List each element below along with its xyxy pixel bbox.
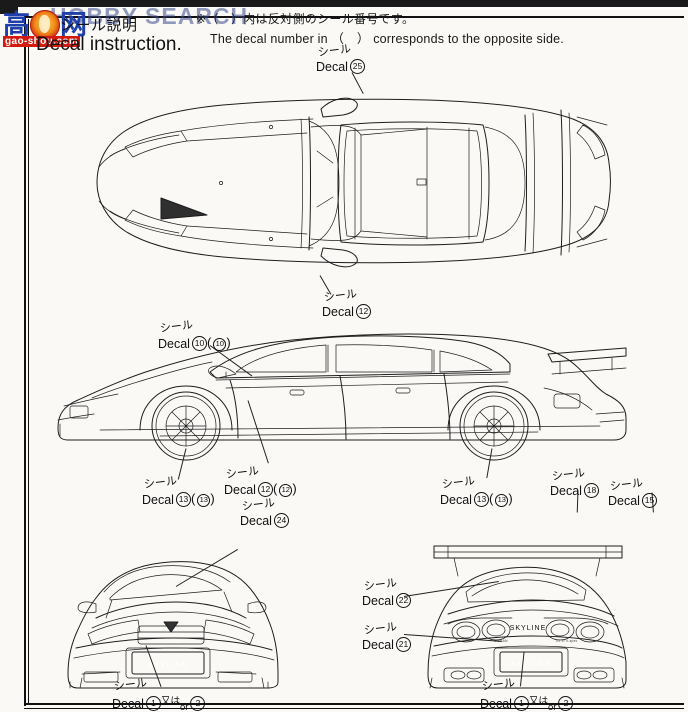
callout-number: 22 — [395, 593, 411, 608]
footer-rule — [24, 703, 684, 705]
callout-number-opposite: 12 — [279, 484, 293, 497]
page-top-black-bar — [0, 0, 688, 7]
callout-number: 24 — [273, 513, 289, 528]
rear-emblem-text: SKYLINE — [510, 625, 547, 632]
callout-number-alt: 2 — [190, 696, 206, 711]
callout-number: 13 — [175, 492, 191, 507]
callout-number: 1 — [513, 696, 529, 711]
callout-or-jp: 又は — [528, 696, 548, 707]
callout-number: 12 — [355, 304, 371, 319]
callout-number: 15 — [641, 493, 657, 508]
instruction-frame-inner — [28, 19, 682, 703]
callout-label-en: Decal — [362, 594, 394, 608]
car-front-view: SKYLINE — [67, 561, 279, 689]
callout-number: 18 — [583, 483, 599, 498]
rear-plate-text: SKYLINE — [511, 661, 552, 668]
page-corner-block — [0, 0, 18, 14]
callout-or-en: or — [179, 702, 189, 713]
callout-number: 1 — [145, 696, 161, 711]
page-top-white-gap — [18, 7, 688, 10]
callout-or-en: or — [547, 702, 557, 713]
watermark-brand-cn-1: 高 — [3, 10, 30, 41]
callout-number-opposite: 10 — [213, 338, 227, 351]
callout-number: 12 — [257, 482, 273, 497]
callout-label-en: Decal — [142, 493, 174, 507]
callout-label-en: Decal — [112, 697, 144, 711]
callout-label-en: Decal — [608, 494, 640, 508]
callout-label-en: Decal — [480, 697, 512, 711]
callout-number: 21 — [395, 637, 411, 652]
callout-label-en: Decal — [322, 305, 354, 319]
callout-label-en: Decal — [240, 514, 272, 528]
rear-small-text-right: GT-R V-spec — [556, 639, 578, 643]
watermark-brand-en: HOBBY SEARCH — [50, 3, 249, 29]
car-rear-view: SKYLINE NISSAN GT-R V-spec SKYLINE — [427, 545, 627, 689]
front-plate-text: SKYLINE — [148, 662, 189, 669]
header-rule-top — [190, 16, 684, 18]
footer-rule-thin — [24, 708, 684, 709]
callout-label-en: Decal — [440, 493, 472, 507]
callout-number-alt: 2 — [558, 696, 574, 711]
watermark-brand-cn-2: 网 — [60, 10, 87, 41]
callout-label-en: Decal — [362, 638, 394, 652]
watermark-domain: gao-shou.com — [3, 36, 81, 47]
callout-label-en: Decal — [550, 484, 582, 498]
callout-label-en: Decal — [316, 60, 348, 74]
callout-number: 13 — [473, 492, 489, 507]
watermark: HOBBY SEARCH 高 网 gao-shou.com — [2, 2, 247, 48]
page-title-jp: シール説明 — [60, 16, 138, 34]
callout-number-opposite: 13 — [197, 494, 211, 507]
callout-number: 10 — [191, 336, 207, 351]
callout-label-en: Decal — [158, 337, 190, 351]
note-en: The decal number in （ ） corresponds to t… — [210, 32, 564, 46]
flame-logo-icon — [30, 10, 60, 40]
car-top-view — [96, 97, 611, 268]
callout-number: 25 — [349, 59, 365, 74]
callout-or-jp: 又は — [160, 696, 180, 707]
callout-number-opposite: 13 — [495, 494, 509, 507]
note-jp: ※（ ）内は反対側のシール番号です。 — [196, 12, 415, 26]
car-side-view — [57, 333, 627, 461]
callout-label-en: Decal — [224, 483, 256, 497]
page-title-en: Decal instruction. — [36, 34, 182, 55]
